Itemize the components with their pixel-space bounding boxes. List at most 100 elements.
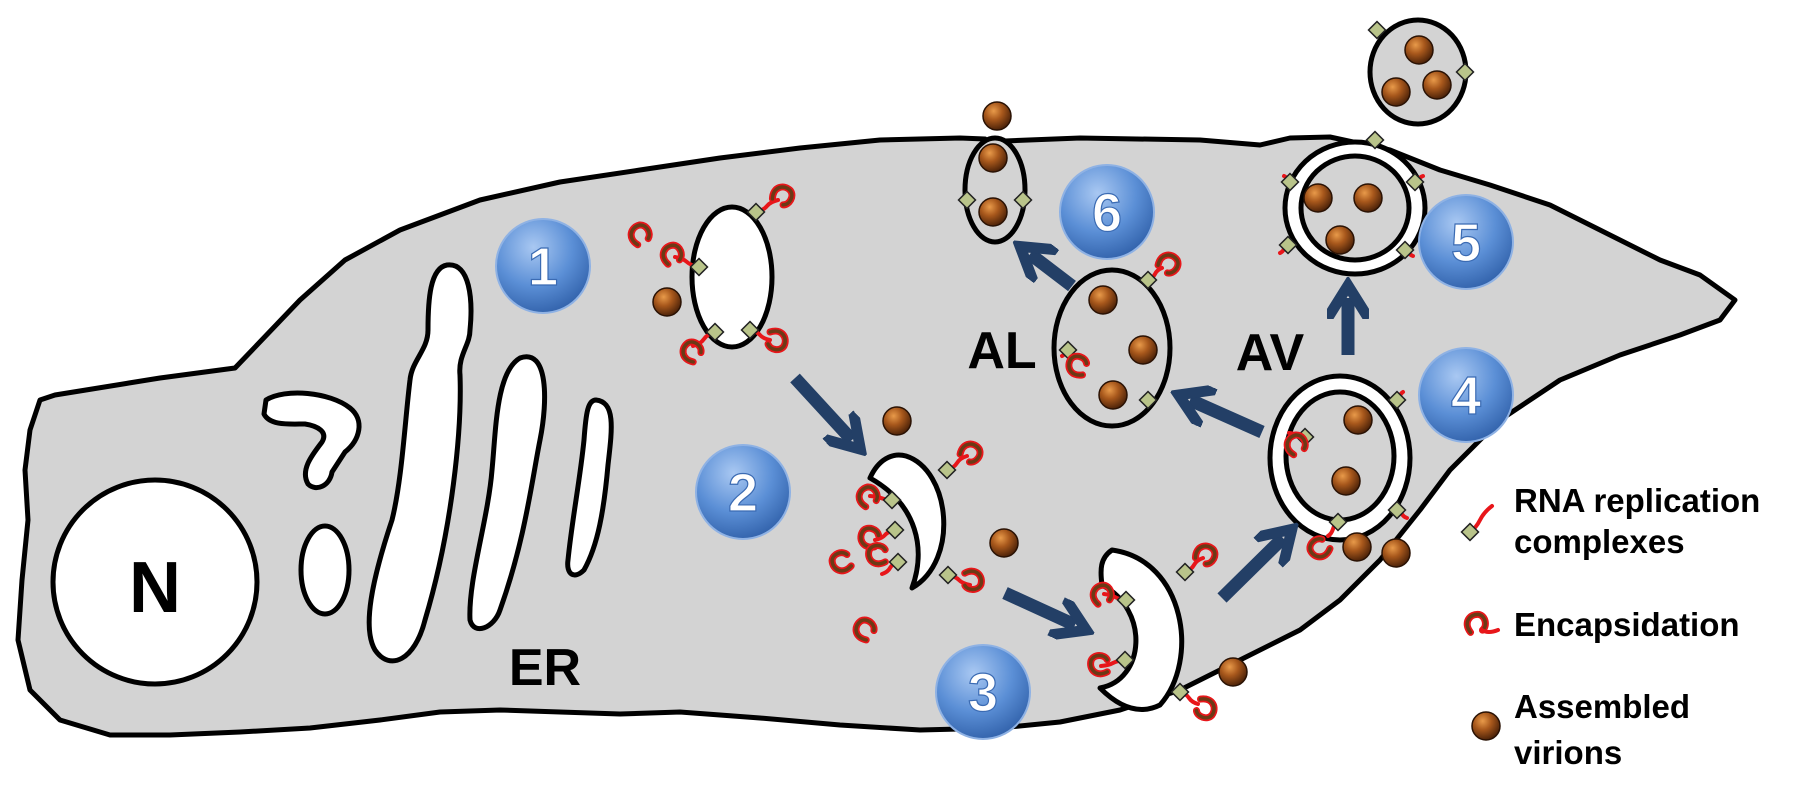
encapsidation-markers	[627, 183, 1334, 722]
legend-encapsidation-icon	[1463, 610, 1500, 636]
encapsidation-marker	[679, 338, 705, 366]
er-middle-cisterna	[467, 354, 548, 632]
rna-replication-complex	[740, 320, 772, 342]
nucleus: N	[50, 477, 260, 687]
legend-virions-line2: virions	[1514, 734, 1622, 771]
legend-encapsidation: Encapsidation	[1514, 606, 1740, 643]
av-label: AV	[1236, 324, 1305, 382]
encapsidation-marker	[1192, 695, 1218, 722]
arrow-3-to-4	[1217, 538, 1283, 603]
encapsidation-marker	[659, 241, 685, 268]
encapsidation-marker	[865, 542, 889, 568]
legend-rna-line1: RNA replication	[1514, 482, 1760, 519]
encapsidation-marker	[627, 221, 653, 249]
encapsidation-marker	[956, 440, 984, 466]
rna-replication-complex	[937, 454, 969, 480]
rna-replication-complex	[1387, 390, 1407, 410]
rna-replication-complex	[1138, 390, 1158, 410]
encapsidation-marker	[855, 483, 881, 511]
virion	[1088, 285, 1118, 315]
virion	[1342, 532, 1372, 562]
legend-rna-line2: complexes	[1514, 523, 1685, 560]
encapsidation-marker	[1283, 431, 1309, 459]
step-badges: 1 2 3 4 5 6	[495, 164, 1514, 740]
rna-replication-complex	[1175, 556, 1205, 582]
al-label: AL	[967, 322, 1036, 380]
rna-replication-complex	[880, 552, 908, 576]
arrow-2-to-3	[1002, 587, 1075, 625]
encapsidation-marker	[1191, 542, 1219, 568]
virion	[982, 101, 1012, 131]
arrow-al-to-6	[1030, 254, 1076, 292]
virion	[1098, 380, 1128, 410]
rna-replication-complex	[957, 190, 977, 210]
er-label: ER	[509, 639, 581, 697]
encapsidation-marker	[1065, 352, 1091, 379]
rna-replication-complex	[1099, 650, 1135, 670]
step-badge-4: 4	[1418, 347, 1514, 443]
rna-replication-complex	[1405, 172, 1425, 192]
virion	[1422, 70, 1452, 100]
step-badge-5: 5	[1418, 194, 1514, 290]
step-badge-6: 6	[1059, 164, 1155, 260]
virion	[652, 287, 682, 317]
virion	[1343, 405, 1373, 435]
rna-replication-complex	[1280, 172, 1300, 192]
virion	[1331, 466, 1361, 496]
step-badge-label: 5	[1451, 213, 1481, 273]
virion	[1404, 35, 1434, 65]
virion	[1325, 225, 1355, 255]
legend-virions-line1: Assembled	[1514, 688, 1690, 725]
er-small-vesicle	[298, 523, 352, 617]
rna-replication-complex	[1367, 20, 1387, 40]
rna-replication-complex	[1455, 62, 1475, 82]
er-right-cisterna	[565, 397, 614, 578]
rna-replication-complexes	[673, 20, 1475, 706]
step-badge-3: 3	[935, 644, 1031, 740]
autolysosome	[1051, 267, 1173, 429]
legend-virion-icon	[1471, 711, 1501, 741]
legend: RNA replication complexes Encapsidation …	[1460, 482, 1760, 771]
step-badge-label: 1	[528, 237, 558, 297]
encapsidation-marker	[768, 183, 796, 209]
er-tall-cisterna	[366, 262, 474, 664]
legend-icons	[1460, 504, 1501, 741]
legend-rna-icon	[1460, 504, 1494, 542]
rna-replication-complex	[873, 520, 905, 542]
arrow-1-to-2	[790, 373, 852, 440]
virion	[882, 406, 912, 436]
virion	[1128, 335, 1158, 365]
encapsidation-marker	[828, 549, 855, 575]
rna-replication-complex	[1387, 500, 1409, 520]
step-badge-label: 2	[728, 463, 758, 523]
encapsidation-marker	[1087, 652, 1111, 678]
rna-replication-complex	[1278, 235, 1298, 255]
virion	[1381, 538, 1411, 568]
stage1-vesicle	[689, 204, 775, 350]
endoplasmic-reticulum	[261, 262, 614, 664]
virion	[1303, 183, 1333, 213]
encapsidation-marker	[1089, 581, 1115, 608]
step-badge-1: 1	[495, 218, 591, 314]
virion	[978, 197, 1008, 227]
virion	[989, 528, 1019, 558]
encapsidation-marker	[764, 327, 789, 354]
rna-replication-complex	[1138, 266, 1164, 290]
stage2-crescent	[867, 452, 947, 591]
rna-replication-complex	[1326, 512, 1348, 538]
step-badge-label: 6	[1092, 183, 1122, 243]
rna-replication-complex	[1365, 130, 1385, 150]
virion	[1218, 657, 1248, 687]
step-badge-label: 4	[1451, 366, 1481, 426]
nucleus-label: N	[129, 548, 181, 628]
rna-replication-complex	[1013, 190, 1033, 210]
encapsidation-marker	[1306, 535, 1334, 561]
encapsidation-marker	[961, 567, 985, 593]
encapsidation-marker	[1154, 251, 1182, 277]
step-badge-2: 2	[695, 444, 791, 540]
encapsidation-marker	[857, 524, 883, 551]
er-hook-cisterna	[261, 390, 362, 490]
virion	[1353, 183, 1383, 213]
